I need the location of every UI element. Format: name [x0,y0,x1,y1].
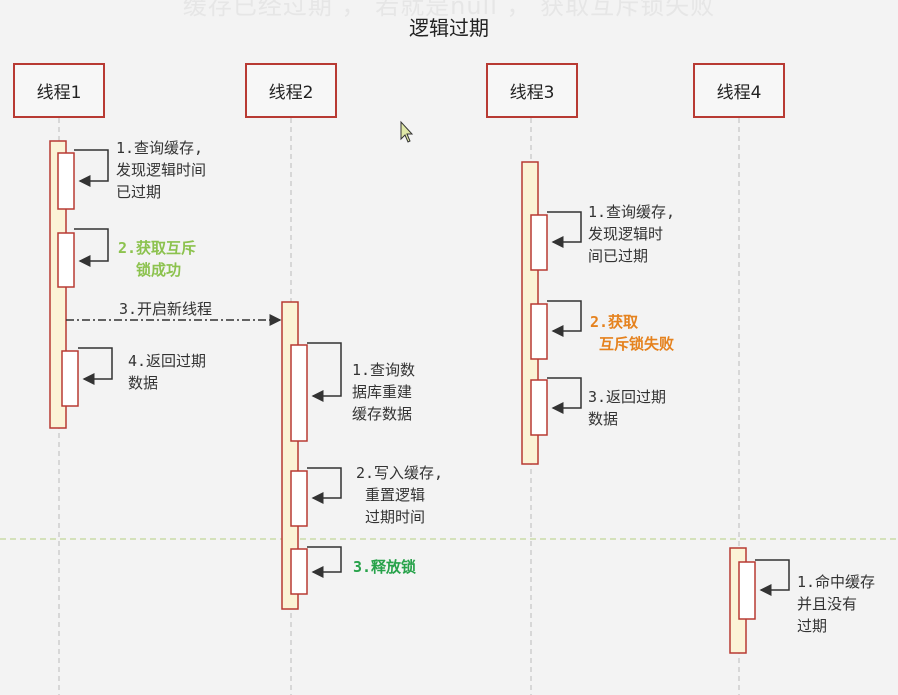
self-arrow-t2-release [307,546,342,578]
note-t2-query-db: 1.查询数 据库重建 缓存数据 [352,361,416,423]
overlay-caption: 缓存已经过期 ， 若就是null ， 获取互斥锁失败 [182,0,716,20]
self-arrow-t1-return [78,347,113,385]
activation-thread-2-release [290,548,308,595]
note-t1-lock: 2.获取互斥 锁成功 [118,239,197,279]
self-arrow-t2-query-db [307,342,342,402]
self-arrow-t3-lock [547,300,582,337]
activation-thread-2-write [290,470,308,527]
self-arrow-t3-return [547,377,582,414]
activation-thread-2-query-db [290,344,308,442]
self-arrow-t1-query [74,149,109,187]
thread-box-2: 线程2 [245,63,337,118]
activation-thread-1-return [61,350,79,407]
note-t2-write: 2.写入缓存, 重置逻辑 过期时间 [356,464,444,526]
note-t2-release: 3.释放锁 [353,558,417,576]
note-t1-return: 4.返回过期 数据 [128,352,207,392]
note-t3-query: 1.查询缓存, 发现逻辑时 间已过期 [588,203,676,265]
note-t3-return: 3.返回过期 数据 [588,388,667,428]
message-label-new-thread: 3.开启新线程 [119,300,213,318]
self-arrow-t4-hit [755,559,790,596]
activation-thread-3-return [530,379,548,436]
self-arrow-t2-write [307,467,342,504]
mouse-cursor-icon [400,120,414,143]
activation-thread-1-query [57,152,75,210]
thread-box-1: 线程1 [13,63,105,118]
diagram-title: 逻辑过期 [409,16,489,40]
activation-thread-1-lock [57,232,75,288]
activation-thread-4-hit [738,561,756,620]
note-t4-hit: 1.命中缓存 并且没有 过期 [797,573,876,635]
thread-box-3: 线程3 [486,63,578,118]
self-arrow-t3-query [547,211,582,248]
thread-box-4: 线程4 [693,63,785,118]
self-arrow-t1-lock [74,228,109,267]
note-t1-query: 1.查询缓存, 发现逻辑时间 已过期 [116,139,207,201]
note-t3-lock-fail: 2.获取 互斥锁失败 [590,313,675,353]
activation-thread-3-lock [530,303,548,360]
activation-thread-3-query [530,214,548,271]
